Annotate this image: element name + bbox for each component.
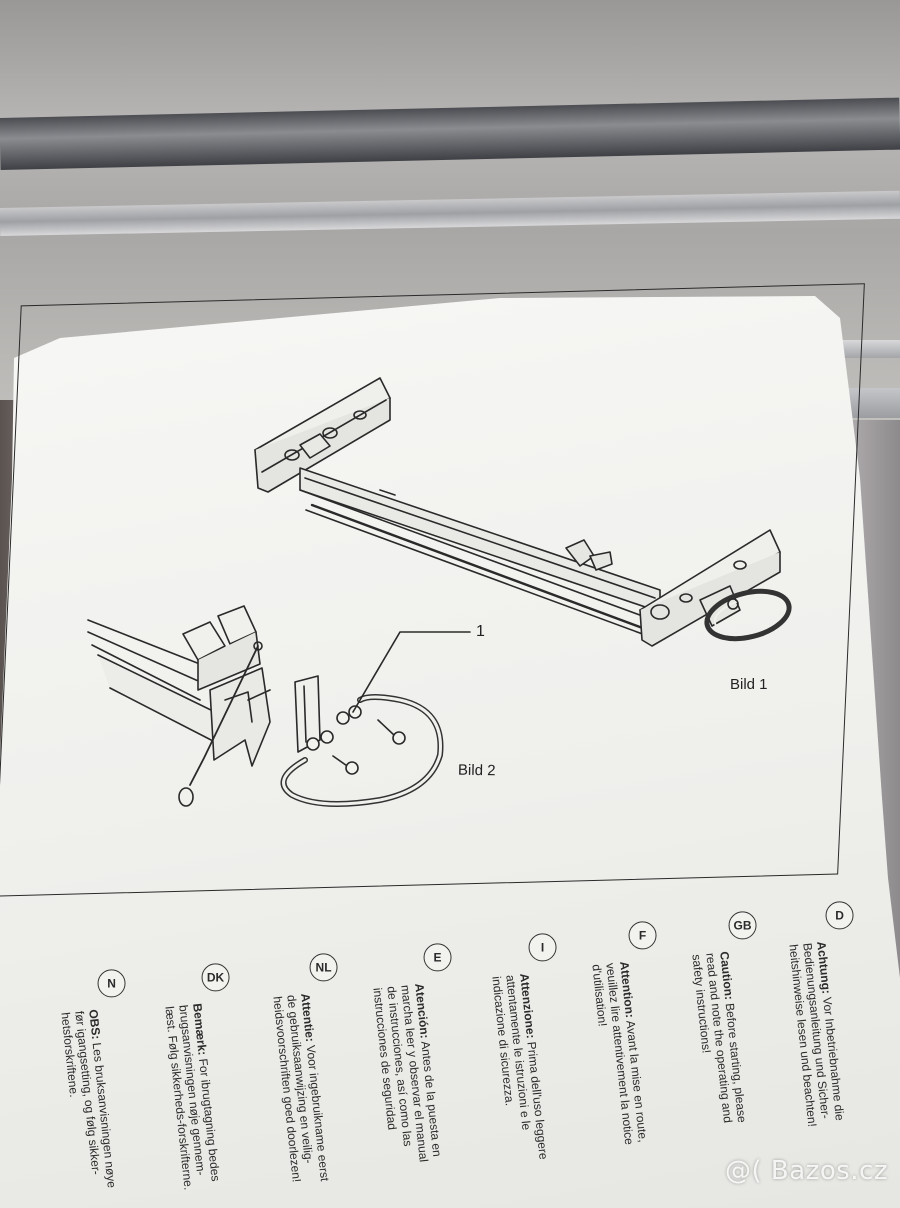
language-badge: N — [97, 969, 126, 998]
language-badge: NL — [309, 953, 338, 982]
language-badge: D — [825, 901, 854, 930]
note-dk: DK Bemærk: For ibrugtagning bedes brugsa… — [158, 962, 251, 1191]
note-es: E Atención: Antes de la puesta en marcha… — [366, 942, 472, 1166]
language-badge: I — [528, 933, 557, 962]
language-badge: E — [423, 943, 452, 972]
note-it: I Attenzione: Prima dell'uso leggere att… — [485, 932, 578, 1163]
figure-label-bild-1: Bild 1 — [730, 676, 768, 693]
exploded-detail — [87, 605, 471, 807]
metal-rail — [845, 388, 900, 418]
language-badge: DK — [201, 963, 230, 992]
crossbar-assembly — [254, 377, 792, 647]
note-nl: NL Attentie: Voor ingebruikname eerst de… — [266, 952, 359, 1185]
metal-rail — [840, 340, 900, 358]
note-de: D Achtung: Vor Inbetriebnahme die Bedien… — [782, 900, 875, 1128]
language-badge: F — [628, 921, 657, 950]
figure-label-bild-2: Bild 2 — [457, 761, 496, 780]
bazos-watermark: @( Bazos.cz — [725, 1156, 888, 1186]
instruction-sheet — [0, 296, 900, 1208]
note-gb: GB Caution: Before starting, please read… — [685, 910, 777, 1126]
note-fr: F Attention: Avant la mise en route, veu… — [585, 920, 678, 1147]
part-number-label: 1 — [476, 623, 485, 640]
language-badge: GB — [728, 911, 757, 940]
safety-notes: D Achtung: Vor Inbetriebnahme die Bedien… — [58, 900, 900, 1200]
